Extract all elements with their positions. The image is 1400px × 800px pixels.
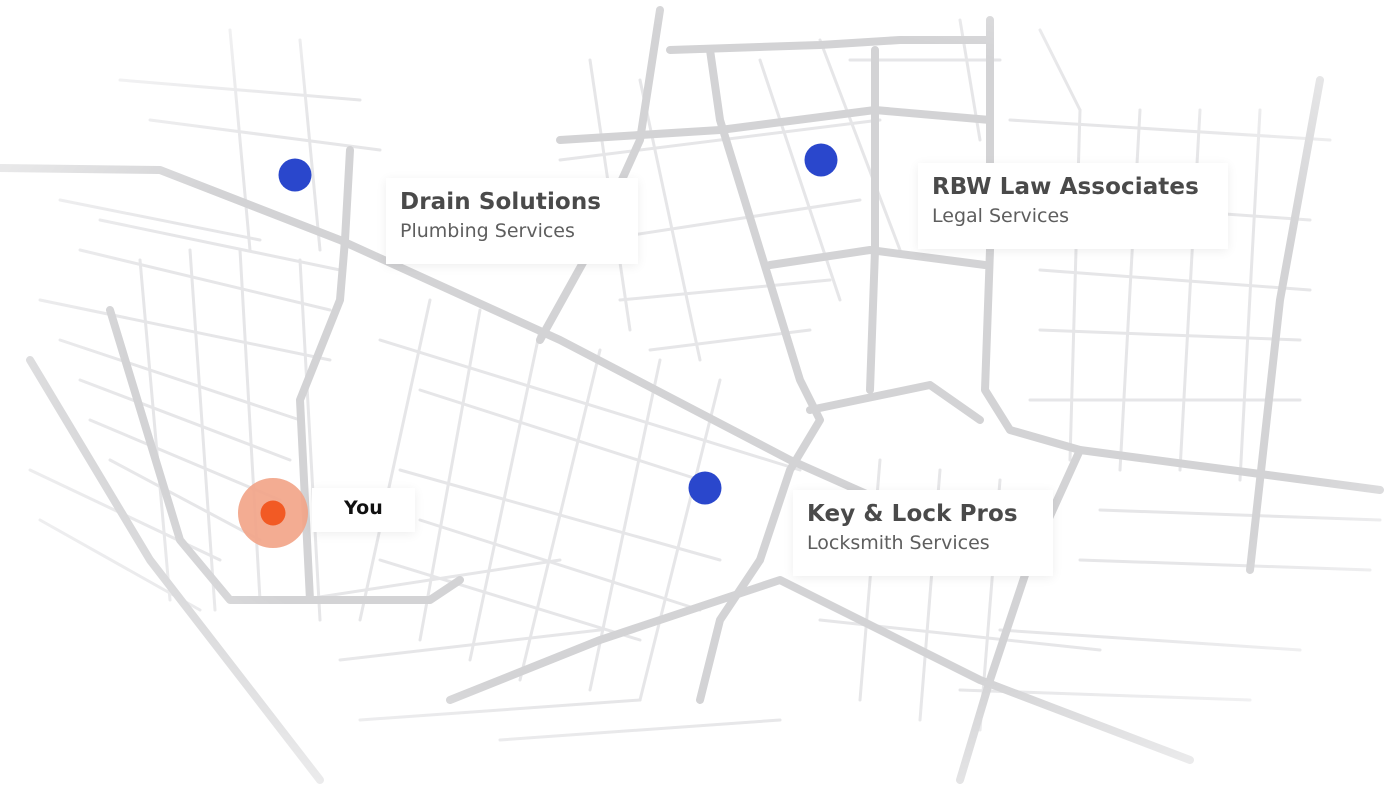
you-label-card: You [312, 488, 415, 532]
business-category: Legal Services [932, 204, 1070, 227]
you-label: You [344, 497, 383, 519]
business-marker-dot [278, 158, 312, 192]
business-marker-dot [688, 471, 722, 505]
business-card-key-lock-pros[interactable]: Key & Lock Pros Locksmith Services [793, 490, 1053, 576]
business-category: Plumbing Services [400, 219, 575, 242]
business-category: Locksmith Services [807, 531, 990, 554]
business-name: Key & Lock Pros [807, 501, 1018, 527]
business-card-drain-solutions[interactable]: Drain Solutions Plumbing Services [386, 178, 638, 264]
business-name: Drain Solutions [400, 189, 602, 215]
major-streets [0, 6, 1384, 784]
you-location-dot [260, 500, 286, 526]
you-location-marker[interactable] [238, 478, 308, 548]
business-card-rbw-law-associates[interactable]: RBW Law Associates Legal Services [918, 163, 1228, 249]
business-name: RBW Law Associates [932, 174, 1199, 200]
business-marker-dot [804, 143, 838, 177]
